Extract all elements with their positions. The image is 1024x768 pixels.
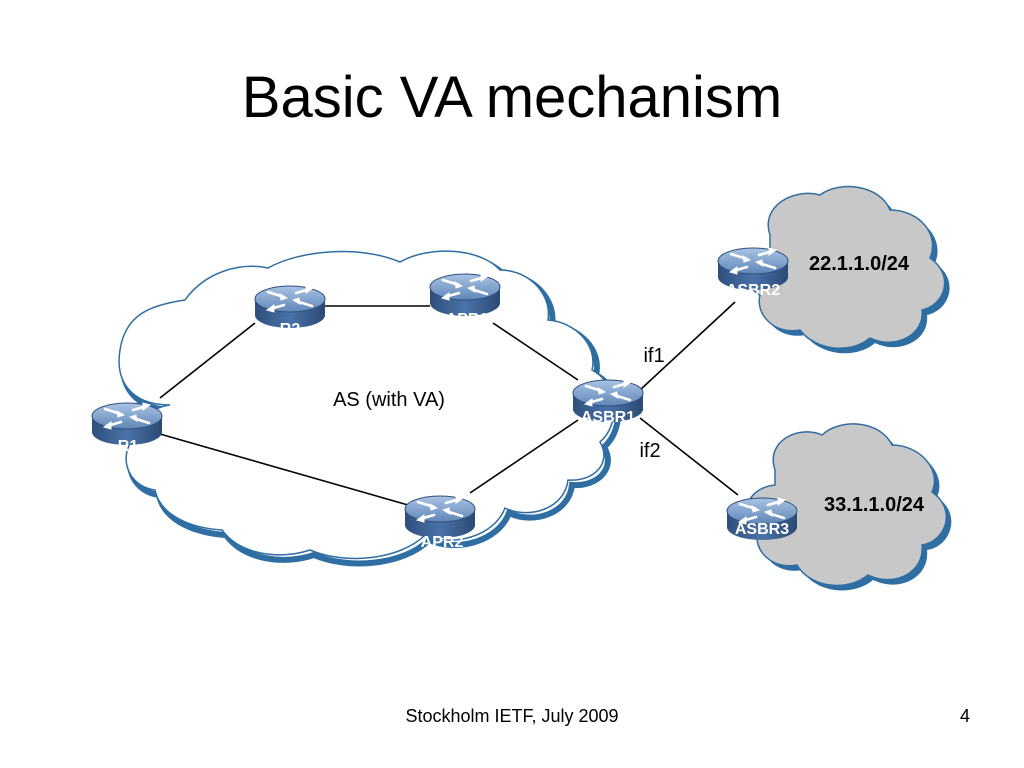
as-cloud-label: AS (with VA)	[333, 389, 445, 411]
router-apr1[interactable]: APR1	[428, 272, 502, 328]
slide-footer: Stockholm IETF, July 2009	[405, 706, 619, 726]
interface-if2-label: if2	[639, 440, 660, 462]
router-apr2-label: APR2	[421, 534, 464, 551]
router-asbr2-label: ASBR2	[726, 282, 780, 299]
router-r1-label: R1	[118, 438, 139, 455]
router-asbr1-label: ASBR1	[581, 409, 635, 426]
router-r2[interactable]: R2	[253, 284, 327, 338]
prefix-bottom-label: 33.1.1.0/24	[824, 494, 925, 516]
external-cloud-top	[746, 185, 950, 354]
router-r1[interactable]: R1	[90, 401, 164, 455]
interface-if1-label: if1	[643, 345, 664, 367]
link-r1-r2	[159, 322, 256, 399]
external-cloud-bottom	[745, 423, 952, 591]
router-r2-label: R2	[280, 321, 301, 338]
link-apr2-asbr1	[469, 419, 579, 494]
router-asbr3-label: ASBR3	[735, 521, 789, 538]
link-apr1-asbr1	[492, 322, 579, 381]
as-cloud	[118, 250, 621, 567]
links	[159, 301, 739, 506]
prefix-top-label: 22.1.1.0/24	[809, 253, 910, 275]
page-number: 4	[959, 706, 970, 726]
router-asbr2[interactable]: ASBR2	[716, 246, 790, 299]
router-apr1-label: APR1	[446, 311, 489, 328]
slide-title: Basic VA mechanism	[241, 65, 783, 130]
link-r1-apr2	[159, 433, 409, 506]
link-asbr1-asbr3	[639, 417, 739, 496]
router-apr2[interactable]: APR2	[403, 494, 477, 551]
link-asbr1-asbr2	[639, 301, 736, 391]
router-asbr3[interactable]: ASBR3	[725, 496, 799, 542]
router-asbr1[interactable]: ASBR1	[571, 378, 645, 426]
